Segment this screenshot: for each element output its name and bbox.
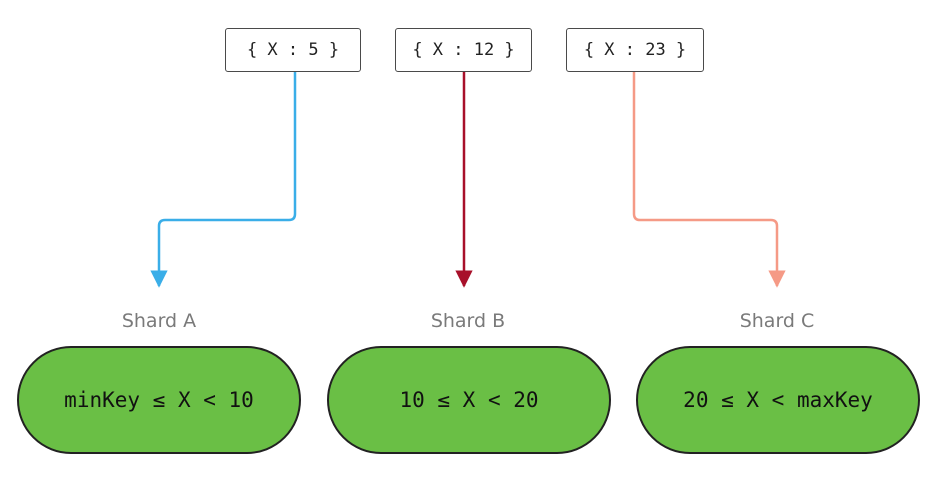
- shard-b-range: 10 ≤ X < 20: [327, 346, 611, 454]
- arrow-to-shard-a: [150, 72, 297, 288]
- shard-c-range: 20 ≤ X < maxKey: [636, 346, 920, 454]
- document-x-23: { X : 23 }: [566, 28, 704, 72]
- document-x-5: { X : 5 }: [225, 28, 361, 72]
- arrow-to-shard-c: [632, 72, 786, 288]
- shard-b-label: Shard B: [430, 310, 506, 332]
- shard-c-label: Shard C: [739, 310, 815, 332]
- shard-a-label: Shard A: [121, 310, 197, 332]
- shard-a-range: minKey ≤ X < 10: [17, 346, 301, 454]
- document-x-12: { X : 12 }: [395, 28, 532, 72]
